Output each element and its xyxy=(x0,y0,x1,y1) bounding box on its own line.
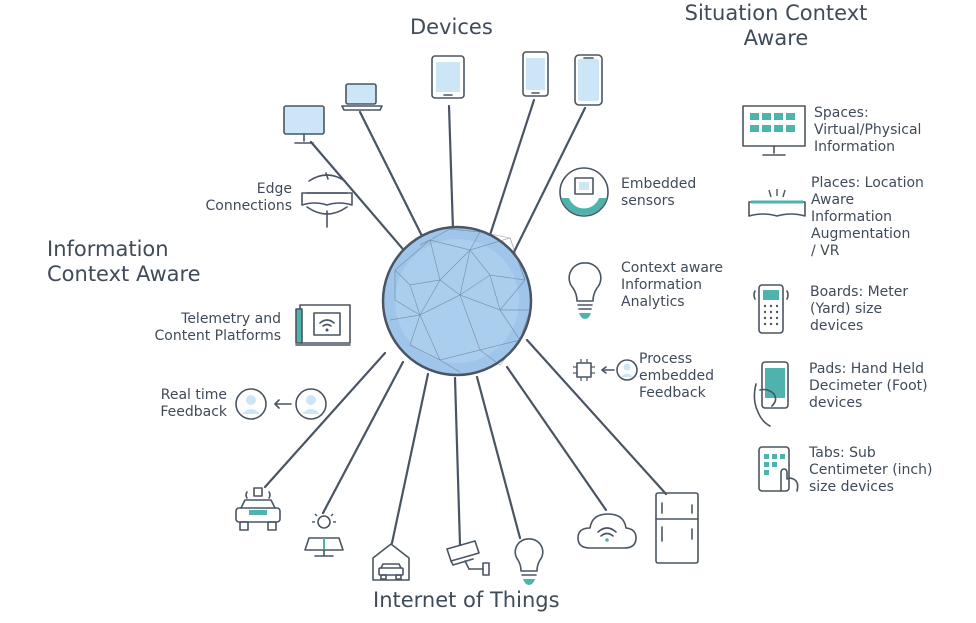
edge-connections-label: Edge Connections xyxy=(205,181,292,214)
edge-headset-icon xyxy=(299,171,355,229)
security-camera-icon xyxy=(443,539,493,577)
embedded-sensor-icon xyxy=(557,166,611,218)
globe-icon xyxy=(381,225,533,377)
information-context-title: Information Context Aware xyxy=(47,237,201,286)
connector-monitor xyxy=(309,140,416,264)
boards-label: Boards: Meter (Yard) size devices xyxy=(810,284,909,334)
laptop-icon xyxy=(340,82,384,112)
situation-context-title: Situation Context Aware xyxy=(684,1,868,50)
context-analytics-label: Context aware Information Analytics xyxy=(621,260,723,310)
places-vr-icon xyxy=(747,188,807,226)
iot-title: Internet of Things xyxy=(373,588,560,612)
telemetry-label: Telemetry and Content Platforms xyxy=(154,311,281,344)
tabs-label: Tabs: Sub Centimeter (inch) size devices xyxy=(809,445,933,495)
feedback-user-icon xyxy=(235,386,335,422)
phone-icon xyxy=(521,50,551,100)
monitor-icon xyxy=(282,104,328,146)
tabs-touch-icon xyxy=(757,445,803,495)
solar-panel-icon xyxy=(301,510,347,558)
realtime-feedback-label: Real time Feedback xyxy=(160,387,227,420)
boards-meter-icon xyxy=(753,283,789,335)
lightbulb-icon xyxy=(567,261,603,321)
pads-label: Pads: Hand Held Decimeter (Foot) devices xyxy=(809,361,928,411)
smart-car-icon xyxy=(233,486,283,534)
devices-title: Devices xyxy=(410,15,493,39)
smart-bulb-icon xyxy=(513,537,545,589)
smart-garage-icon xyxy=(371,542,411,582)
pads-handheld-icon xyxy=(752,360,796,428)
tablet-icon xyxy=(430,54,468,102)
telemetry-platform-icon xyxy=(292,303,354,349)
cloud-wifi-icon xyxy=(576,508,638,552)
spaces-label: Spaces: Virtual/Physical Information xyxy=(814,105,922,155)
smartphone-icon xyxy=(573,53,605,109)
places-label: Places: Location Aware Information Augme… xyxy=(811,175,924,259)
process-chip-icon xyxy=(572,358,638,384)
spaces-screen-icon xyxy=(741,104,809,158)
process-feedback-label: Process embedded Feedback xyxy=(639,351,715,401)
embedded-sensors-label: Embedded sensors xyxy=(621,176,697,209)
smart-fridge-icon xyxy=(654,491,700,565)
